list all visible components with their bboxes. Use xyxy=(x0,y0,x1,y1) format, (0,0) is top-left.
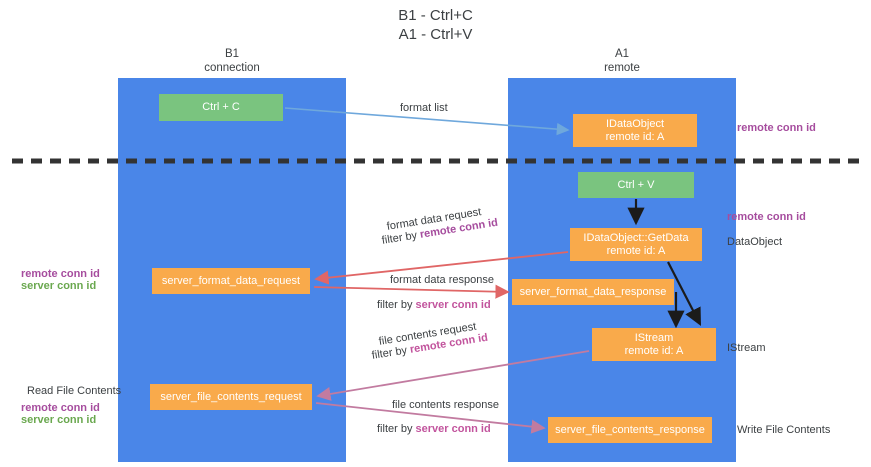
node-ctrl-c[interactable]: Ctrl + C xyxy=(159,94,283,121)
lane-header-a1-name: A1 xyxy=(614,48,630,60)
title-line-2: A1 - Ctrl+V xyxy=(398,26,473,43)
filter-prefix-2: filter by xyxy=(377,299,416,311)
node-getdata-sub: remote id: A xyxy=(606,244,666,257)
edge-label-format-data-response: format data response xyxy=(390,274,494,286)
annotation-istream: IStream xyxy=(727,342,766,354)
node-istream[interactable]: IStream remote id: A xyxy=(592,328,716,361)
node-server-file-contents-response[interactable]: server_file_contents_response xyxy=(548,417,712,443)
node-server-format-data-response-label: server_format_data_response xyxy=(519,285,667,298)
edge-label-file-contents-response-filter: filter by server conn id xyxy=(377,423,491,437)
annotation-remote-conn-id-mid: remote conn id xyxy=(727,211,806,223)
filter-key-2: server conn id xyxy=(415,299,491,311)
node-server-format-data-request-label: server_format_data_request xyxy=(161,274,301,287)
edge-label-format-data-response-filter: filter by server conn id xyxy=(377,299,491,313)
filter-key-4: server conn id xyxy=(415,423,491,435)
node-ctrl-v-label: Ctrl + V xyxy=(617,178,655,191)
filter-prefix-3: filter by xyxy=(371,343,411,362)
node-istream-label: IStream xyxy=(634,331,674,344)
node-idataobject[interactable]: IDataObject remote id: A xyxy=(573,114,697,147)
annotation-left-remote-conn-id-1: remote conn id xyxy=(21,268,100,280)
page-title: B1 - Ctrl+C A1 - Ctrl+V xyxy=(0,6,871,44)
lane-header-b1-role: connection xyxy=(204,62,260,74)
node-ctrl-c-label: Ctrl + C xyxy=(202,101,240,113)
lane-header-b1-name: B1 xyxy=(224,48,240,60)
node-server-file-contents-request[interactable]: server_file_contents_request xyxy=(150,384,312,410)
annotation-read-file-contents: Read File Contents xyxy=(27,385,122,397)
title-line-1: B1 - Ctrl+C xyxy=(398,7,473,24)
node-server-format-data-response[interactable]: server_format_data_response xyxy=(512,279,674,305)
node-idataobject-sub: remote id: A xyxy=(605,130,665,143)
node-server-file-contents-response-label: server_file_contents_response xyxy=(555,423,705,436)
annotation-left-server-conn-id-1: server conn id xyxy=(21,280,97,292)
node-istream-sub: remote id: A xyxy=(624,344,684,357)
node-idataobject-label: IDataObject xyxy=(605,117,665,130)
edge-label-format-list: format list xyxy=(400,102,448,114)
filter-prefix-4: filter by xyxy=(377,423,416,435)
node-getdata[interactable]: IDataObject::GetData remote id: A xyxy=(570,228,702,261)
annotation-write-file-contents: Write File Contents xyxy=(737,424,831,436)
node-ctrl-v[interactable]: Ctrl + V xyxy=(578,172,694,198)
lane-header-a1-role: remote xyxy=(604,62,640,74)
node-getdata-label: IDataObject::GetData xyxy=(583,231,689,244)
lane-header-b1: B1 connection xyxy=(118,47,346,75)
annotation-left-server-conn-id-2: server conn id xyxy=(21,414,97,426)
annotation-left-remote-conn-id-2: remote conn id xyxy=(21,402,100,414)
annotation-remote-conn-id-top: remote conn id xyxy=(737,122,816,134)
lane-header-a1: A1 remote xyxy=(508,47,736,75)
annotation-dataobject: DataObject xyxy=(727,236,783,248)
node-server-format-data-request[interactable]: server_format_data_request xyxy=(152,268,310,294)
edge-label-file-contents-response: file contents response xyxy=(392,399,500,411)
node-server-file-contents-request-label: server_file_contents_request xyxy=(160,390,302,403)
